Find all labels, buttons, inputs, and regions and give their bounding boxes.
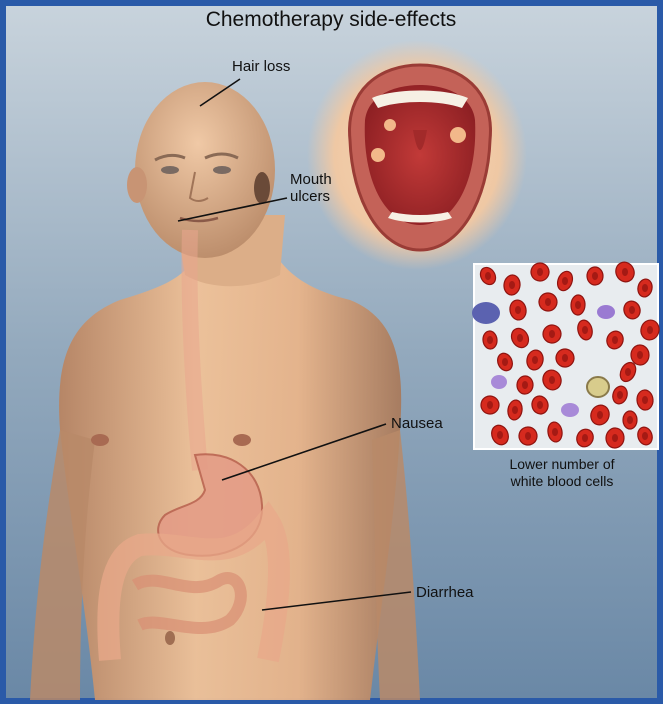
mouth-ulcers-inset bbox=[307, 40, 527, 270]
red-blood-cell-center bbox=[509, 281, 515, 289]
label-blood-line2: white blood cells bbox=[510, 473, 614, 489]
ulcer-spot-2 bbox=[450, 127, 466, 143]
red-blood-cell-center bbox=[629, 306, 635, 314]
blood-cells-inset bbox=[472, 259, 662, 450]
red-blood-cell-center bbox=[537, 401, 543, 409]
label-nausea: Nausea bbox=[391, 415, 443, 432]
white-blood-cell-2 bbox=[597, 305, 615, 319]
red-blood-cell-center bbox=[515, 306, 521, 314]
red-blood-cell-center bbox=[562, 354, 568, 362]
red-blood-cell-center bbox=[592, 272, 598, 280]
red-blood-cell-center bbox=[622, 268, 628, 276]
left-ear bbox=[127, 167, 147, 203]
navel bbox=[165, 631, 175, 645]
red-blood-cell-center bbox=[512, 406, 518, 414]
red-blood-cell-center bbox=[625, 368, 631, 376]
right-eye bbox=[213, 166, 231, 174]
red-blood-cell-center bbox=[525, 432, 531, 440]
label-mouth-line1: Mouth bbox=[290, 171, 332, 188]
red-blood-cell-center bbox=[502, 358, 508, 366]
red-blood-cell-center bbox=[597, 411, 603, 419]
red-blood-cell-center bbox=[637, 351, 643, 359]
red-blood-cell-center bbox=[497, 431, 503, 439]
red-blood-cell-center bbox=[612, 336, 618, 344]
red-blood-cell-center bbox=[549, 376, 555, 384]
label-mouth-line2: ulcers bbox=[290, 188, 330, 205]
red-blood-cell-center bbox=[487, 336, 493, 344]
red-blood-cell-center bbox=[627, 416, 633, 424]
red-blood-cell-center bbox=[582, 326, 588, 334]
label-diarrhea: Diarrhea bbox=[416, 584, 474, 601]
ulcer-spot-1 bbox=[384, 119, 396, 131]
red-blood-cell-center bbox=[549, 330, 555, 338]
white-blood-cell-1 bbox=[472, 302, 500, 324]
red-blood-cell-center bbox=[642, 284, 648, 292]
red-blood-cell-center bbox=[575, 301, 581, 309]
ulcer-spot-3 bbox=[371, 148, 385, 162]
right-nipple bbox=[233, 434, 251, 446]
red-blood-cell-center bbox=[562, 277, 568, 285]
left-eye bbox=[161, 166, 179, 174]
red-blood-cell-center bbox=[545, 298, 551, 306]
red-blood-cell-center bbox=[485, 272, 491, 280]
label-hair-loss: Hair loss bbox=[232, 58, 290, 75]
right-ear bbox=[254, 172, 270, 204]
red-blood-cell-center bbox=[612, 434, 618, 442]
red-blood-cell-center bbox=[487, 401, 493, 409]
left-nipple bbox=[91, 434, 109, 446]
red-blood-cell-center bbox=[642, 432, 648, 440]
label-blood-line1: Lower number of bbox=[509, 456, 614, 472]
red-blood-cell-center bbox=[647, 326, 653, 334]
diagram-title: Chemotherapy side-effects bbox=[206, 8, 457, 31]
white-blood-cell-3 bbox=[491, 375, 507, 389]
red-blood-cell-center bbox=[517, 334, 523, 342]
red-blood-cell-center bbox=[582, 434, 588, 442]
red-blood-cell-center bbox=[552, 428, 558, 436]
white-blood-cell-4 bbox=[587, 377, 609, 397]
red-blood-cell-center bbox=[537, 268, 543, 276]
red-blood-cell-center bbox=[532, 356, 538, 364]
bald-head bbox=[135, 82, 275, 258]
red-blood-cell-center bbox=[522, 381, 528, 389]
red-blood-cell-center bbox=[642, 396, 648, 404]
red-blood-cell-center bbox=[617, 391, 623, 399]
white-blood-cell-5 bbox=[561, 403, 579, 417]
